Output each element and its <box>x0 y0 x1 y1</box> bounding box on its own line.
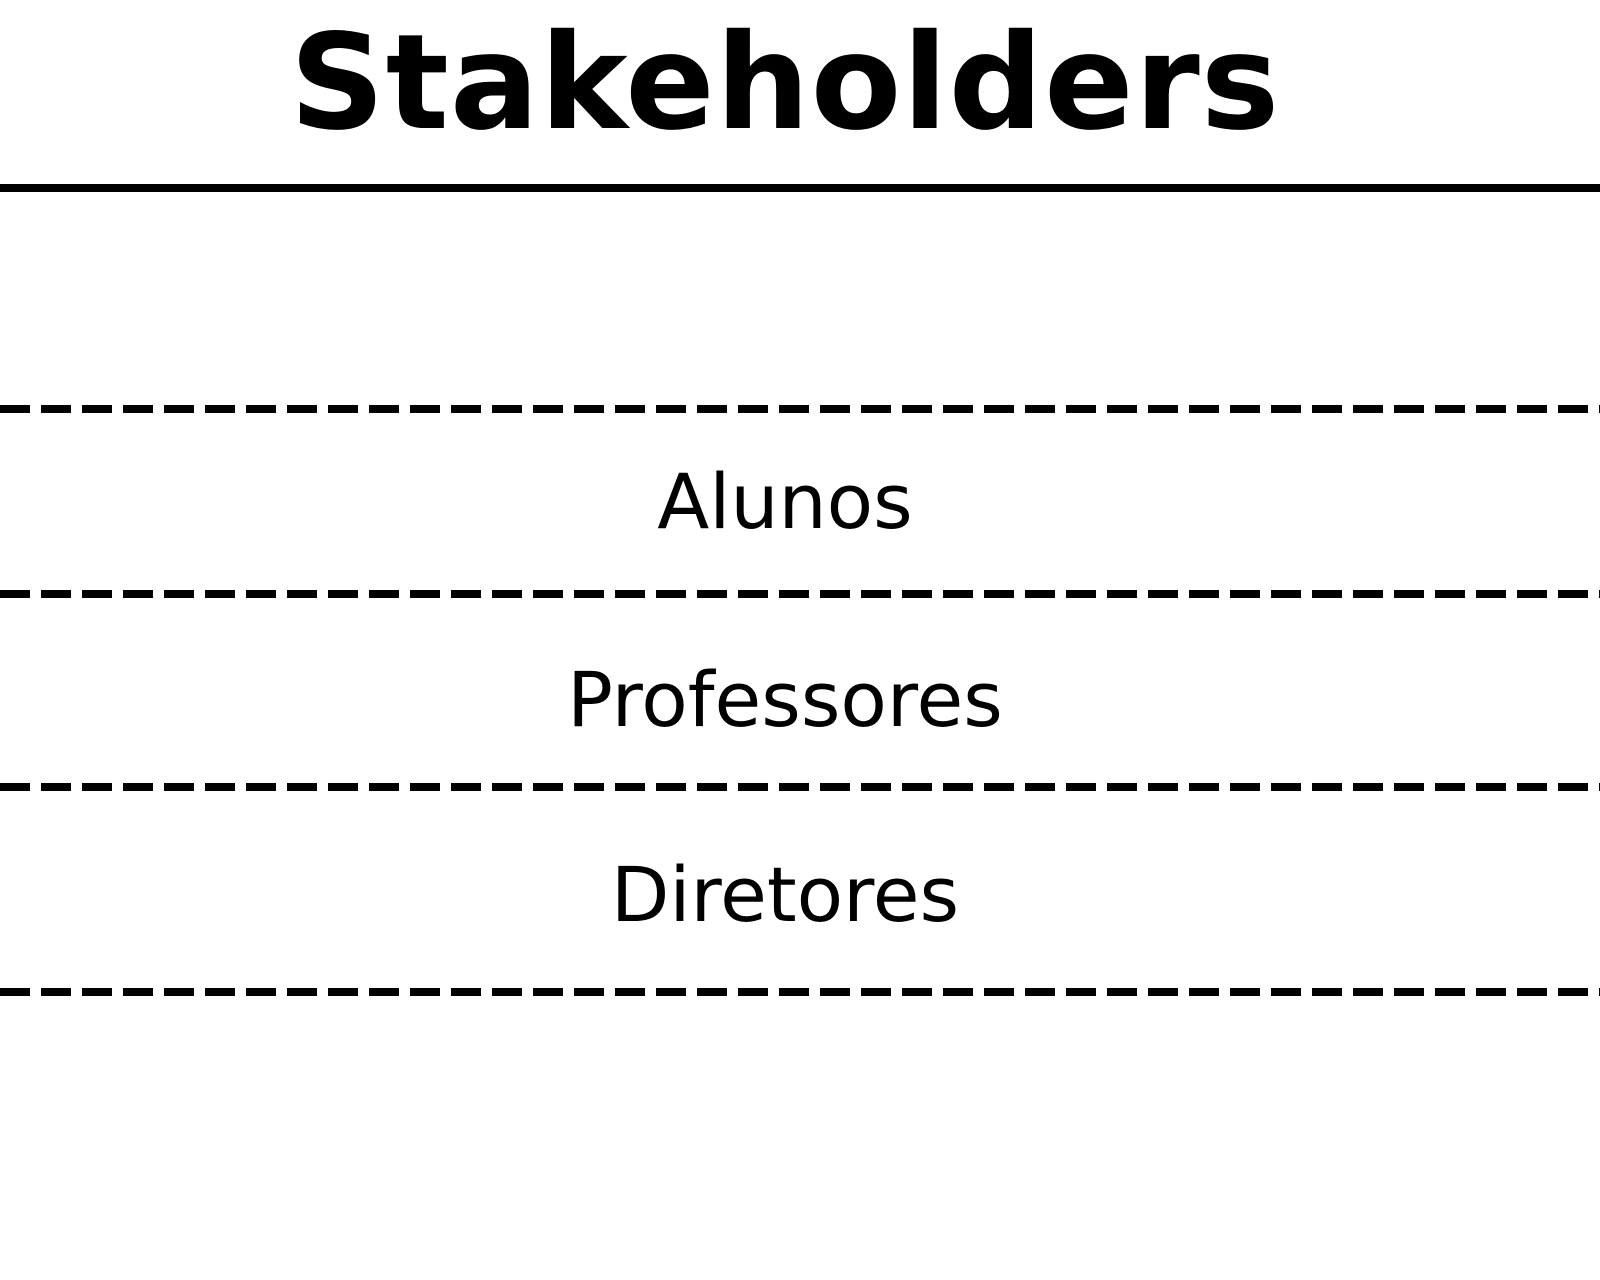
dashed-divider <box>0 405 1600 413</box>
list-item-diretores: Diretores <box>610 850 960 939</box>
title-underline <box>0 184 1600 192</box>
list-item-alunos: Alunos <box>657 457 913 546</box>
list-item-professores: Professores <box>567 655 1003 744</box>
list-item-empty <box>0 250 1570 350</box>
dashed-divider <box>0 988 1600 996</box>
dashed-divider <box>0 590 1600 598</box>
dashed-divider <box>0 783 1600 791</box>
page-title: Stakeholders <box>289 6 1281 160</box>
